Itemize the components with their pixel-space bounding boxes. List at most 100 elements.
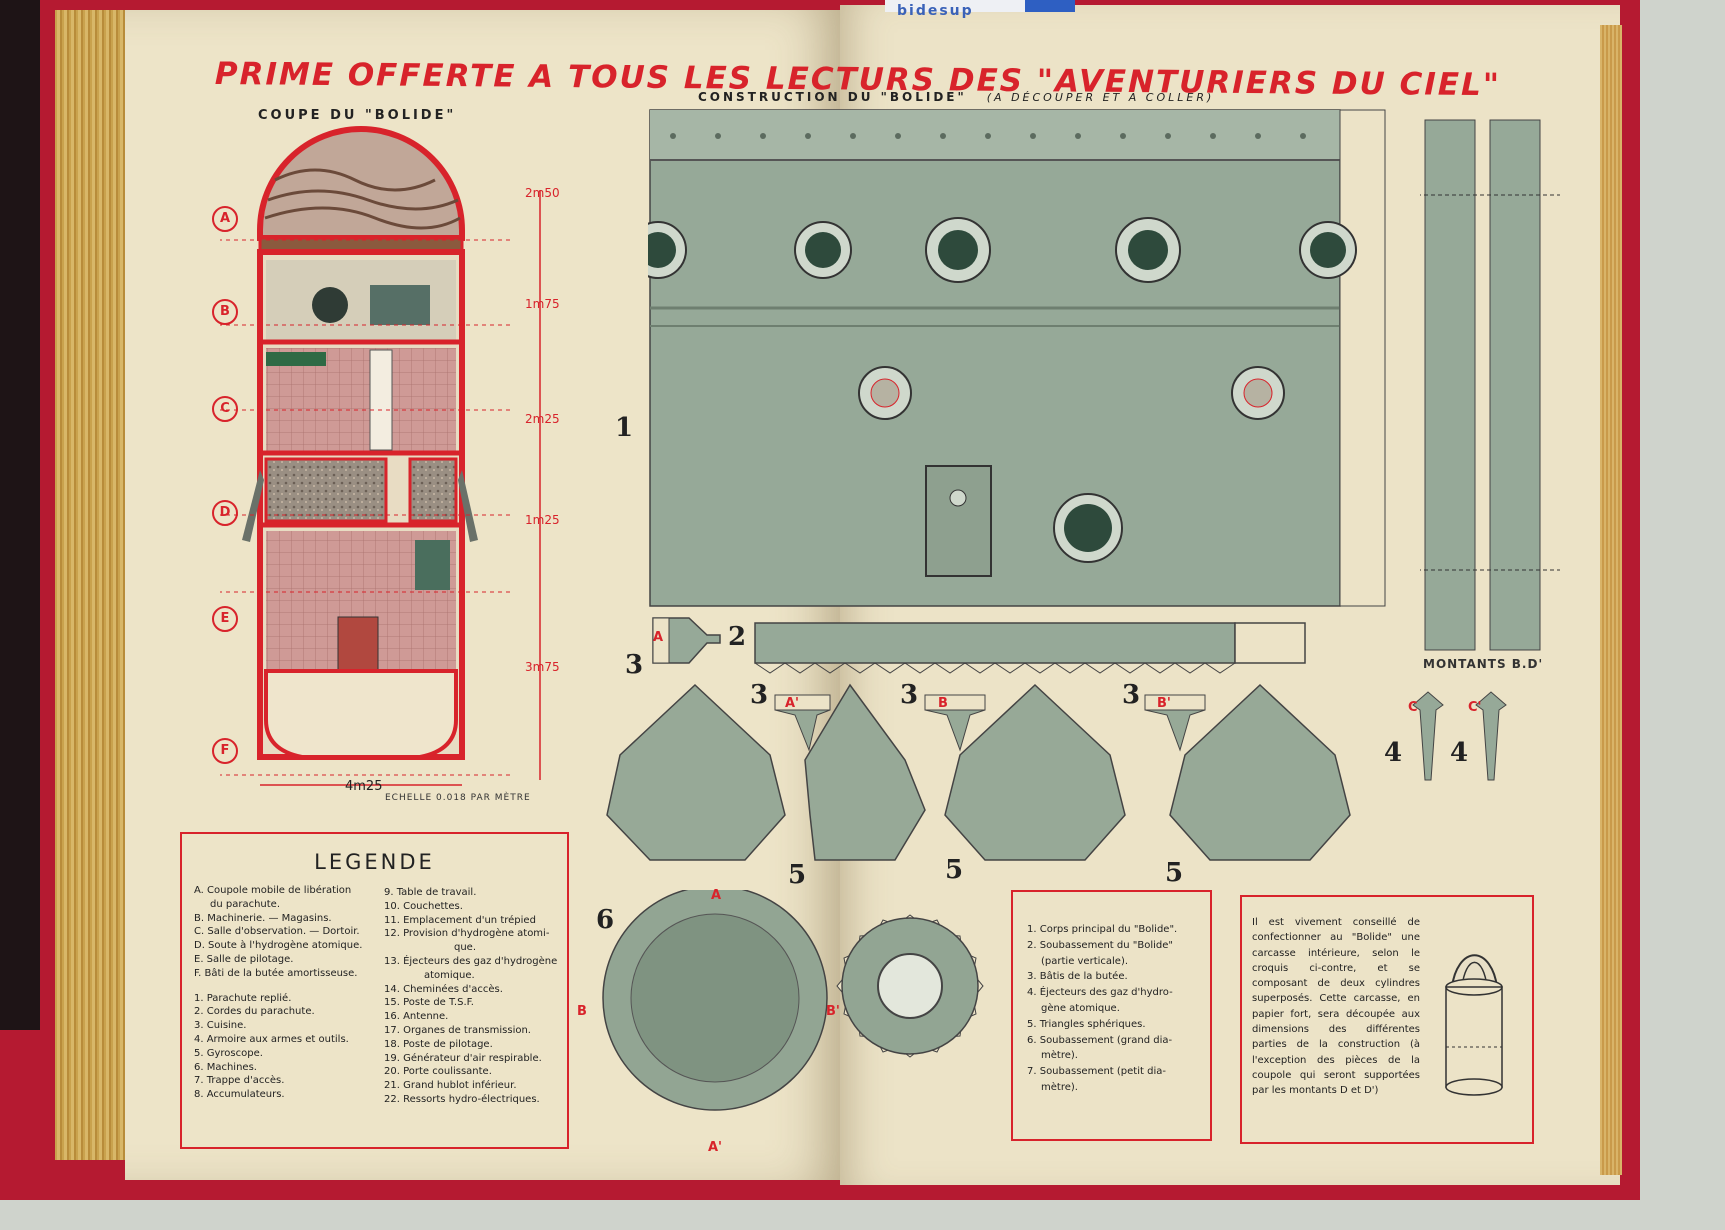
tab-label-c-prime: C' bbox=[1468, 700, 1482, 715]
legend-item: 9. Table de travail. bbox=[384, 887, 477, 898]
section-marker-d: D bbox=[212, 500, 238, 526]
section-marker-b: B bbox=[212, 299, 238, 325]
legend-item: 15. Poste de T.S.F. bbox=[384, 997, 474, 1009]
cutout-ejectors bbox=[1412, 691, 1507, 781]
part-number-3b: 3 bbox=[750, 680, 769, 710]
tab-label-b-prime: B' bbox=[1157, 696, 1171, 711]
sticker-text: bidesup bbox=[897, 3, 974, 19]
coupe-title: COUPE DU "BOLIDE" bbox=[258, 108, 457, 123]
part-number-3: 3 bbox=[625, 650, 644, 680]
legend-column-left: A. Coupole mobile de libération du parac… bbox=[194, 884, 362, 1102]
part-number-1: 1 bbox=[615, 413, 634, 443]
cutout-dome-triangles bbox=[606, 683, 1351, 861]
parts-item: 6. Soubassement (grand dia- bbox=[1027, 1034, 1173, 1046]
legend-item: 21. Grand hublot inférieur. bbox=[384, 1080, 517, 1092]
legend-item: B. Machinerie. — Magasins. bbox=[194, 912, 332, 924]
legend-item: 3. Cuisine. bbox=[194, 1020, 247, 1032]
legend-item: 13. Éjecteurs des gaz d'hydrogène bbox=[384, 955, 558, 967]
tab-label-b: B bbox=[938, 696, 948, 711]
parts-list: 1. Corps principal du "Bolide". 2. Souba… bbox=[1027, 922, 1177, 1096]
legend-item: 16. Antenne. bbox=[384, 1011, 449, 1023]
parts-item: 7. Soubassement (petit dia- bbox=[1027, 1066, 1166, 1078]
tab-label-a: A bbox=[653, 630, 664, 645]
montants-posts bbox=[1420, 119, 1560, 651]
parts-list-box: 1. Corps principal du "Bolide". 2. Souba… bbox=[1011, 890, 1212, 1141]
porthole-row bbox=[648, 217, 1357, 283]
disc-label-b-prime: B' bbox=[826, 1004, 840, 1019]
legend-item: 8. Accumulateurs. bbox=[194, 1089, 285, 1101]
dimension-observation: 2m25 bbox=[525, 412, 560, 426]
part-number-5c: 5 bbox=[1165, 858, 1184, 888]
legend-item: 19. Générateur d'air respirable. bbox=[384, 1052, 542, 1064]
legend-item: A. Coupole mobile de libération bbox=[194, 885, 352, 896]
legend-item: 5. Gyroscope. bbox=[194, 1047, 263, 1059]
disc-label-b: B bbox=[577, 1004, 587, 1019]
legend-item: 4. Armoire aux armes et outils. bbox=[194, 1033, 349, 1045]
dimension-width: 4m25 bbox=[345, 779, 383, 794]
legend-title: LEGENDE bbox=[314, 850, 435, 874]
legend-column-right: 9. Table de travail. 10. Couchettes. 11.… bbox=[384, 886, 557, 1107]
part-number-4: 4 bbox=[1384, 738, 1403, 768]
section-marker-e: E bbox=[212, 606, 238, 632]
part-number-6: 6 bbox=[596, 905, 615, 935]
advice-text: Il est vivement conseillé de confectionn… bbox=[1252, 917, 1420, 1097]
legend-item: 7. Trappe d'accès. bbox=[194, 1075, 285, 1087]
parts-item: 3. Bâtis de la butée. bbox=[1027, 971, 1128, 983]
cutout-base-strip bbox=[652, 617, 1306, 674]
dimension-hydrogen: 1m25 bbox=[525, 513, 560, 527]
dimension-dome: 2m50 bbox=[525, 186, 560, 200]
section-marker-a: A bbox=[212, 206, 238, 232]
legend-item: 18. Poste de pilotage. bbox=[384, 1038, 493, 1050]
legend-item: 1. Parachute replié. bbox=[194, 992, 292, 1004]
part-number-4b: 4 bbox=[1450, 738, 1469, 768]
part-number-2: 2 bbox=[728, 622, 747, 652]
dimension-machinery: 1m75 bbox=[525, 297, 560, 311]
advice-box: Il est vivement conseillé de confectionn… bbox=[1240, 895, 1534, 1144]
carcass-sketch bbox=[1445, 954, 1503, 1096]
cutout-main-body bbox=[648, 109, 1386, 607]
construction-subtitle: (A DÉCOUPER ET A COLLER) bbox=[986, 91, 1215, 104]
disc-label-a: A bbox=[711, 888, 722, 903]
cutout-base-discs bbox=[602, 890, 984, 1111]
small-disc bbox=[836, 914, 984, 1058]
tab-label-a-prime: A' bbox=[785, 696, 800, 711]
large-disc bbox=[602, 890, 828, 1111]
scale-label: ECHELLE 0.018 PAR MÈTRE bbox=[385, 793, 531, 803]
legend-item: du parachute. bbox=[210, 898, 281, 910]
legend-item: atomique. bbox=[424, 969, 475, 981]
part-number-5b: 5 bbox=[945, 855, 964, 885]
legend-item: 6. Machines. bbox=[194, 1061, 257, 1073]
part-number-3c: 3 bbox=[900, 680, 919, 710]
legend-item: 22. Ressorts hydro-électriques. bbox=[384, 1093, 540, 1105]
cover-shadow bbox=[0, 0, 40, 1030]
bolide-cross-section bbox=[220, 126, 541, 786]
part-number-5: 5 bbox=[788, 860, 807, 890]
sticker-blue-tab bbox=[1025, 0, 1075, 12]
tab-label-c: C bbox=[1408, 700, 1418, 715]
legend-item: 17. Organes de transmission. bbox=[384, 1024, 531, 1036]
disc-label-a-prime: A' bbox=[708, 1140, 723, 1155]
legend-item: que. bbox=[454, 942, 477, 954]
legend-item: C. Salle d'observation. — Dortoir. bbox=[194, 926, 360, 938]
parts-item: 4. Éjecteurs des gaz d'hydro- bbox=[1027, 987, 1173, 999]
parts-item: mètre). bbox=[1041, 1050, 1078, 1062]
legend-item: 14. Cheminées d'accès. bbox=[384, 983, 503, 995]
legend-item: 20. Porte coulissante. bbox=[384, 1066, 492, 1078]
legend-item: D. Soute à l'hydrogène atomique. bbox=[194, 940, 363, 952]
legend-item: 12. Provision d'hydrogène atomi- bbox=[384, 928, 550, 940]
parts-item: gène atomique. bbox=[1041, 1002, 1120, 1014]
parts-item: 5. Triangles sphériques. bbox=[1027, 1018, 1146, 1030]
legend-item: E. Salle de pilotage. bbox=[194, 953, 294, 965]
parts-item: mètre). bbox=[1041, 1081, 1078, 1093]
parts-item: (partie verticale). bbox=[1041, 955, 1129, 967]
legend-item: 10. Couchettes. bbox=[384, 900, 463, 912]
legend-box: LEGENDE A. Coupole mobile de libération … bbox=[180, 832, 569, 1149]
construction-title: CONSTRUCTION DU "BOLIDE"(A DÉCOUPER ET A… bbox=[698, 90, 1214, 104]
dimension-pilot-room: 3m75 bbox=[525, 660, 560, 674]
section-marker-c: C bbox=[212, 396, 238, 422]
legend-item: 11. Emplacement d'un trépied bbox=[384, 914, 536, 926]
section-marker-f: F bbox=[212, 738, 238, 764]
parts-item: 2. Soubassement du "Bolide" bbox=[1027, 939, 1174, 951]
parts-item: 1. Corps principal du "Bolide". bbox=[1027, 924, 1178, 935]
part-number-3d: 3 bbox=[1122, 680, 1141, 710]
